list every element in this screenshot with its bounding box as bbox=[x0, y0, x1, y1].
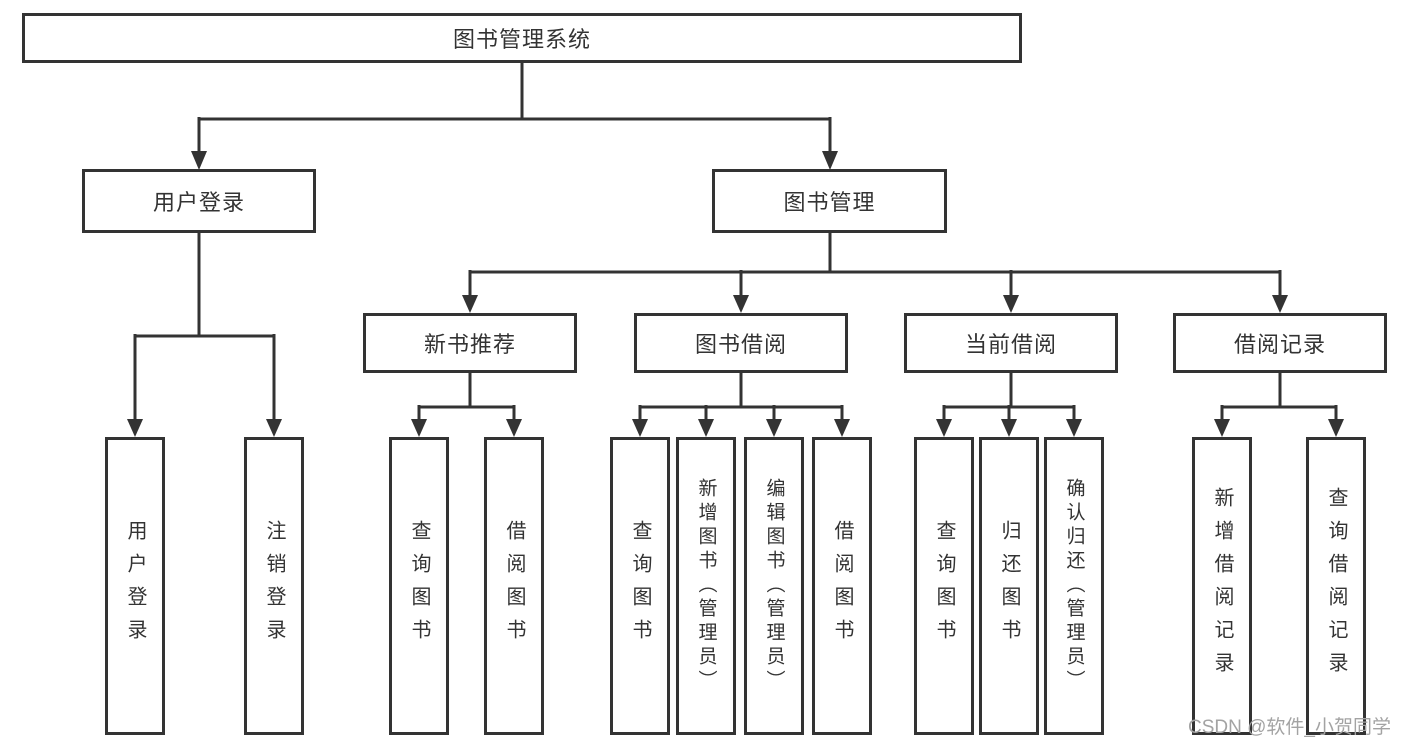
node-label: 借阅记录 bbox=[1233, 332, 1326, 357]
leaf-logout: 注销登录 bbox=[244, 437, 304, 735]
leaf-edit-books-admin: 编辑图书（管理员） bbox=[744, 437, 804, 735]
node-label: 新书推荐 bbox=[423, 332, 516, 357]
leaf-label: 查询借阅记录 bbox=[1325, 487, 1347, 685]
leaf-label: 查询图书 bbox=[629, 520, 651, 652]
leaf-label: 查询图书 bbox=[933, 520, 955, 652]
leaf-search-books-borrow: 查询图书 bbox=[610, 437, 670, 735]
leaf-search-borrow-record: 查询借阅记录 bbox=[1306, 437, 1366, 735]
node-borrowing-records: 借阅记录 bbox=[1173, 313, 1387, 373]
leaf-label: 借阅图书 bbox=[503, 520, 525, 652]
node-label: 图书管理系统 bbox=[452, 27, 591, 52]
leaf-search-books-current: 查询图书 bbox=[914, 437, 974, 735]
leaf-label: 借阅图书 bbox=[831, 520, 853, 652]
leaf-label: 查询图书 bbox=[408, 520, 430, 652]
node-book-management: 图书管理 bbox=[712, 169, 947, 233]
leaf-borrow-books-recommend: 借阅图书 bbox=[484, 437, 544, 735]
leaf-label: 新增图书（管理员） bbox=[695, 478, 717, 694]
arrowhead-icons bbox=[127, 151, 1344, 437]
leaf-search-books-recommend: 查询图书 bbox=[389, 437, 449, 735]
node-user-login: 用户登录 bbox=[82, 169, 316, 233]
node-label: 用户登录 bbox=[152, 190, 245, 215]
leaf-add-borrow-record: 新增借阅记录 bbox=[1192, 437, 1252, 735]
node-label: 图书借阅 bbox=[694, 332, 787, 357]
leaf-user-login: 用户登录 bbox=[105, 437, 165, 735]
node-library-management-system: 图书管理系统 bbox=[22, 13, 1022, 63]
node-book-borrowing: 图书借阅 bbox=[634, 313, 848, 373]
node-label: 图书管理 bbox=[783, 190, 876, 215]
csdn-watermark: CSDN @软件_小贺同学 bbox=[1188, 717, 1391, 738]
leaf-label: 归还图书 bbox=[998, 520, 1020, 652]
leaf-label: 确认归还（管理员） bbox=[1063, 478, 1085, 694]
leaf-borrow-books: 借阅图书 bbox=[812, 437, 872, 735]
leaf-label: 用户登录 bbox=[124, 520, 146, 652]
leaf-label: 新增借阅记录 bbox=[1211, 487, 1233, 685]
leaf-label: 编辑图书（管理员） bbox=[763, 478, 785, 694]
leaf-confirm-return-admin: 确认归还（管理员） bbox=[1044, 437, 1104, 735]
leaf-return-books: 归还图书 bbox=[979, 437, 1039, 735]
leaf-label: 注销登录 bbox=[263, 520, 285, 652]
leaf-add-books-admin: 新增图书（管理员） bbox=[676, 437, 736, 735]
node-new-book-recommendation: 新书推荐 bbox=[363, 313, 577, 373]
node-label: 当前借阅 bbox=[964, 332, 1057, 357]
node-current-borrowing: 当前借阅 bbox=[904, 313, 1118, 373]
